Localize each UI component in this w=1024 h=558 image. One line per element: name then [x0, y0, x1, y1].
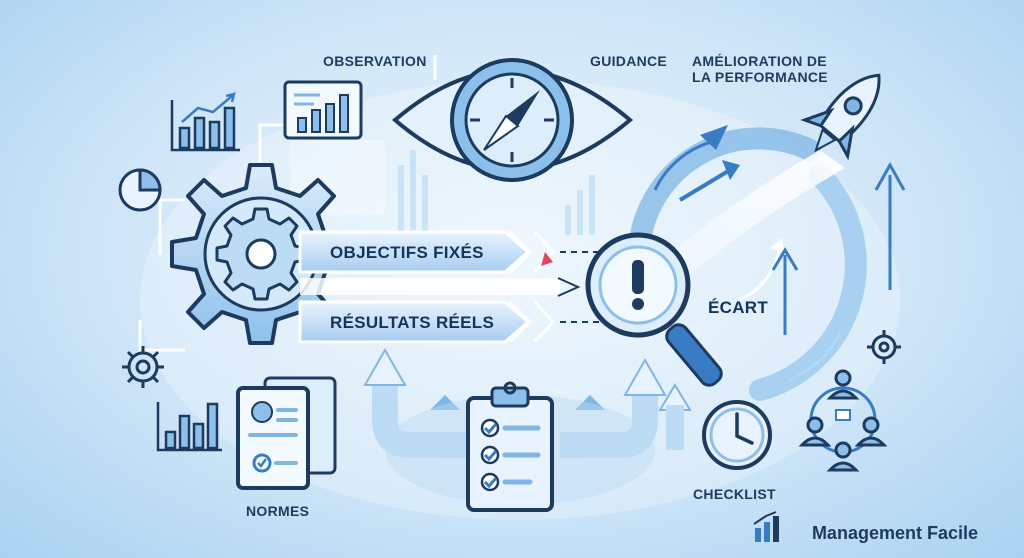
label-guidance: GUIDANCE [590, 53, 668, 69]
objectifs-arrow [298, 230, 533, 274]
label-amelioration-line1: AMÉLIORATION DE [692, 53, 827, 69]
middle-pointer-arrow [300, 277, 581, 297]
bar-chart-icon [170, 92, 240, 152]
resultats-arrow [298, 300, 533, 344]
small-gear-icon [122, 346, 164, 388]
pie-chart-icon [118, 168, 162, 212]
team-network-icon [798, 369, 888, 472]
chart-card-icon [283, 80, 363, 140]
clock-icon [702, 400, 772, 470]
clipboard-checklist-icon [466, 381, 554, 512]
small-gear-right-icon [867, 330, 901, 364]
up-arrows-right [771, 161, 906, 335]
rocket-icon [800, 73, 881, 161]
chevrons [533, 230, 556, 344]
logo-icon [753, 511, 779, 542]
brand-logo: Management Facile [772, 523, 978, 544]
label-normes: NORMES [246, 503, 310, 519]
performance-cycle [629, 125, 867, 401]
document-icon [236, 376, 337, 490]
label-ecart: ÉCART [708, 298, 769, 317]
label-amelioration-line2: LA PERFORMANCE [692, 69, 828, 85]
magnifier-alert-icon [585, 232, 723, 387]
gear-icon [170, 163, 352, 345]
label-resultats: RÉSULTATS RÉELS [330, 313, 495, 332]
label-checklist: CHECKLIST [693, 486, 776, 502]
brand-name: Management Facile [811, 523, 978, 543]
gap-marker [541, 252, 553, 266]
bar-chart-bottom-icon [156, 402, 222, 452]
label-observation: OBSERVATION [323, 53, 427, 69]
eye-compass-icon [391, 58, 634, 182]
dashed-lines [560, 251, 600, 323]
label-objectifs: OBJECTIFS FIXÉS [330, 243, 484, 262]
